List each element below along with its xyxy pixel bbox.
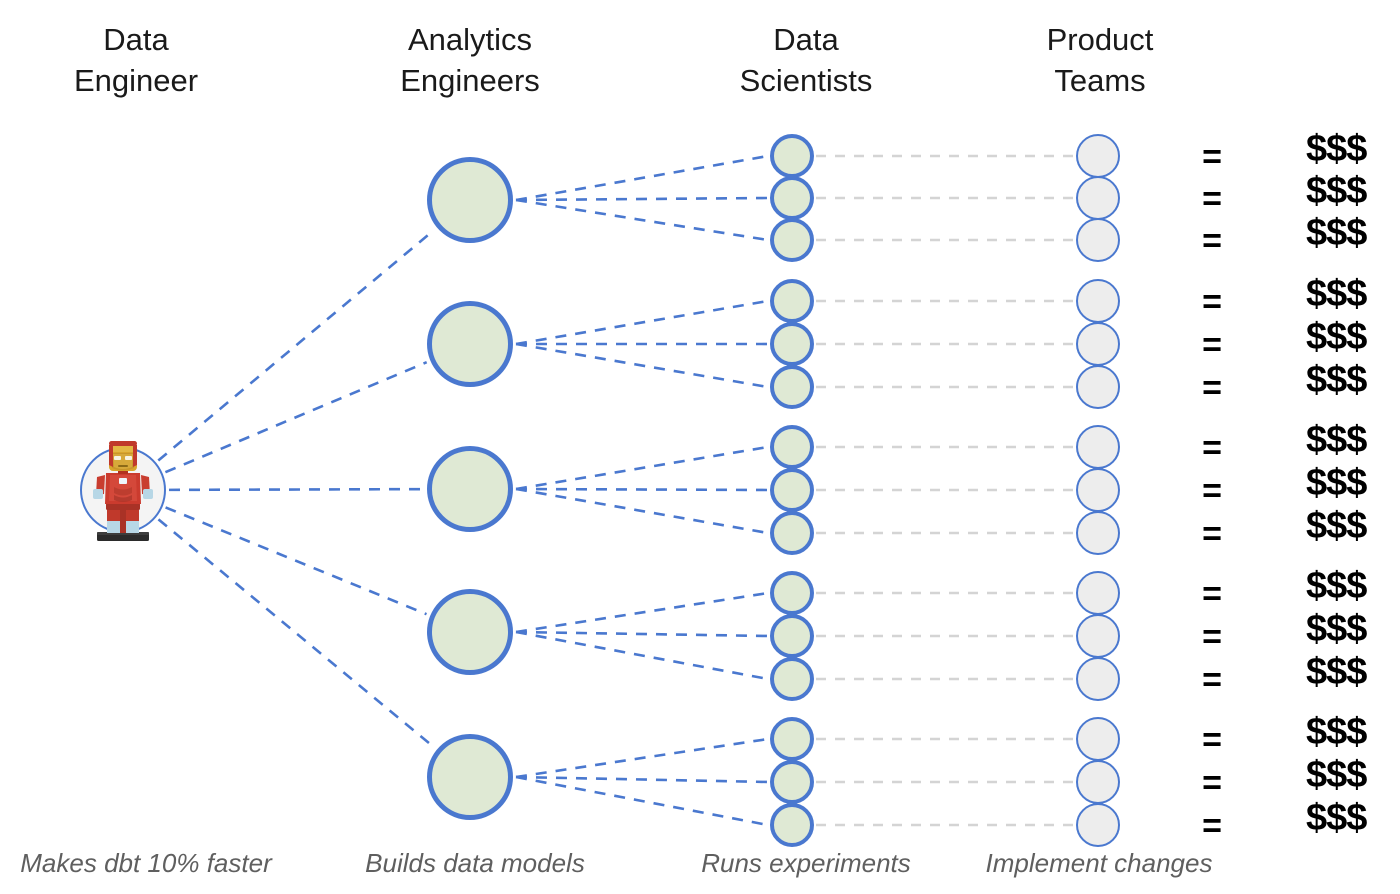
equals-sign: = <box>1202 222 1222 260</box>
data-scientist-node[interactable] <box>770 717 814 761</box>
data-scientist-node[interactable] <box>770 322 814 366</box>
column-header-data-scientists: Data Scientists <box>739 22 873 98</box>
money-value: $$$ <box>1306 711 1367 753</box>
data-scientist-node[interactable] <box>770 279 814 323</box>
analytics-engineer-node[interactable] <box>427 589 513 675</box>
product-team-node[interactable] <box>1076 511 1120 555</box>
equals-sign: = <box>1202 661 1222 699</box>
product-team-node[interactable] <box>1076 322 1120 366</box>
data-scientist-node[interactable] <box>770 365 814 409</box>
money-value: $$$ <box>1306 170 1367 212</box>
data-scientist-node[interactable] <box>770 803 814 847</box>
column-caption-product-teams: Implement changes <box>985 848 1213 878</box>
money-value: $$$ <box>1306 359 1367 401</box>
column-caption-analytics-engineers: Builds data models <box>365 848 585 878</box>
money-value: $$$ <box>1306 565 1367 607</box>
money-value: $$$ <box>1306 419 1367 461</box>
product-team-node[interactable] <box>1076 176 1120 220</box>
product-team-node[interactable] <box>1076 717 1120 761</box>
data-scientist-node[interactable] <box>770 571 814 615</box>
product-team-node[interactable] <box>1076 657 1120 701</box>
equals-sign: = <box>1202 429 1222 467</box>
data-scientist-node[interactable] <box>770 425 814 469</box>
money-value: $$$ <box>1306 797 1367 839</box>
equals-sign: = <box>1202 472 1222 510</box>
analytics-engineer-node[interactable] <box>427 301 513 387</box>
equals-sign: = <box>1202 180 1222 218</box>
product-team-node[interactable] <box>1076 134 1120 178</box>
money-value: $$$ <box>1306 316 1367 358</box>
product-team-node[interactable] <box>1076 614 1120 658</box>
money-value: $$$ <box>1306 608 1367 650</box>
equals-sign: = <box>1202 283 1222 321</box>
equals-sign: = <box>1202 138 1222 176</box>
equals-sign: = <box>1202 515 1222 553</box>
data-scientist-node[interactable] <box>770 134 814 178</box>
data-scientist-node[interactable] <box>770 468 814 512</box>
column-caption-data-engineer: Makes dbt 10% faster <box>20 848 272 878</box>
equals-sign: = <box>1202 369 1222 407</box>
money-value: $$$ <box>1306 212 1367 254</box>
money-value: $$$ <box>1306 273 1367 315</box>
data-scientist-node[interactable] <box>770 760 814 804</box>
product-team-node[interactable] <box>1076 425 1120 469</box>
analytics-engineer-node[interactable] <box>427 446 513 532</box>
product-team-node[interactable] <box>1076 803 1120 847</box>
money-value: $$$ <box>1306 651 1367 693</box>
data-scientist-node[interactable] <box>770 218 814 262</box>
analytics-engineer-node[interactable] <box>427 157 513 243</box>
column-caption-data-scientists: Runs experiments <box>701 848 911 878</box>
equals-sign: = <box>1202 326 1222 364</box>
equals-sign: = <box>1202 807 1222 845</box>
data-scientist-node[interactable] <box>770 614 814 658</box>
equals-sign: = <box>1202 764 1222 802</box>
data-scientist-node[interactable] <box>770 176 814 220</box>
column-header-product-teams: Product Teams <box>1046 22 1154 98</box>
lego-minifigure-ironman-icon <box>93 441 153 541</box>
product-team-node[interactable] <box>1076 760 1120 804</box>
product-team-node[interactable] <box>1076 279 1120 323</box>
analytics-engineer-node[interactable] <box>427 734 513 820</box>
column-header-data-engineer: Data Engineer <box>73 22 199 98</box>
money-value: $$$ <box>1306 462 1367 504</box>
money-value: $$$ <box>1306 128 1367 170</box>
product-team-node[interactable] <box>1076 218 1120 262</box>
equals-sign: = <box>1202 721 1222 759</box>
money-value: $$$ <box>1306 505 1367 547</box>
product-team-node[interactable] <box>1076 468 1120 512</box>
product-team-node[interactable] <box>1076 571 1120 615</box>
data-engineer-node[interactable] <box>80 441 166 541</box>
product-team-node[interactable] <box>1076 365 1120 409</box>
column-header-analytics-engineers: Analytics Engineers <box>400 22 540 98</box>
money-value: $$$ <box>1306 754 1367 796</box>
data-scientist-node[interactable] <box>770 657 814 701</box>
equals-sign: = <box>1202 618 1222 656</box>
equals-sign: = <box>1202 575 1222 613</box>
data-scientist-node[interactable] <box>770 511 814 555</box>
